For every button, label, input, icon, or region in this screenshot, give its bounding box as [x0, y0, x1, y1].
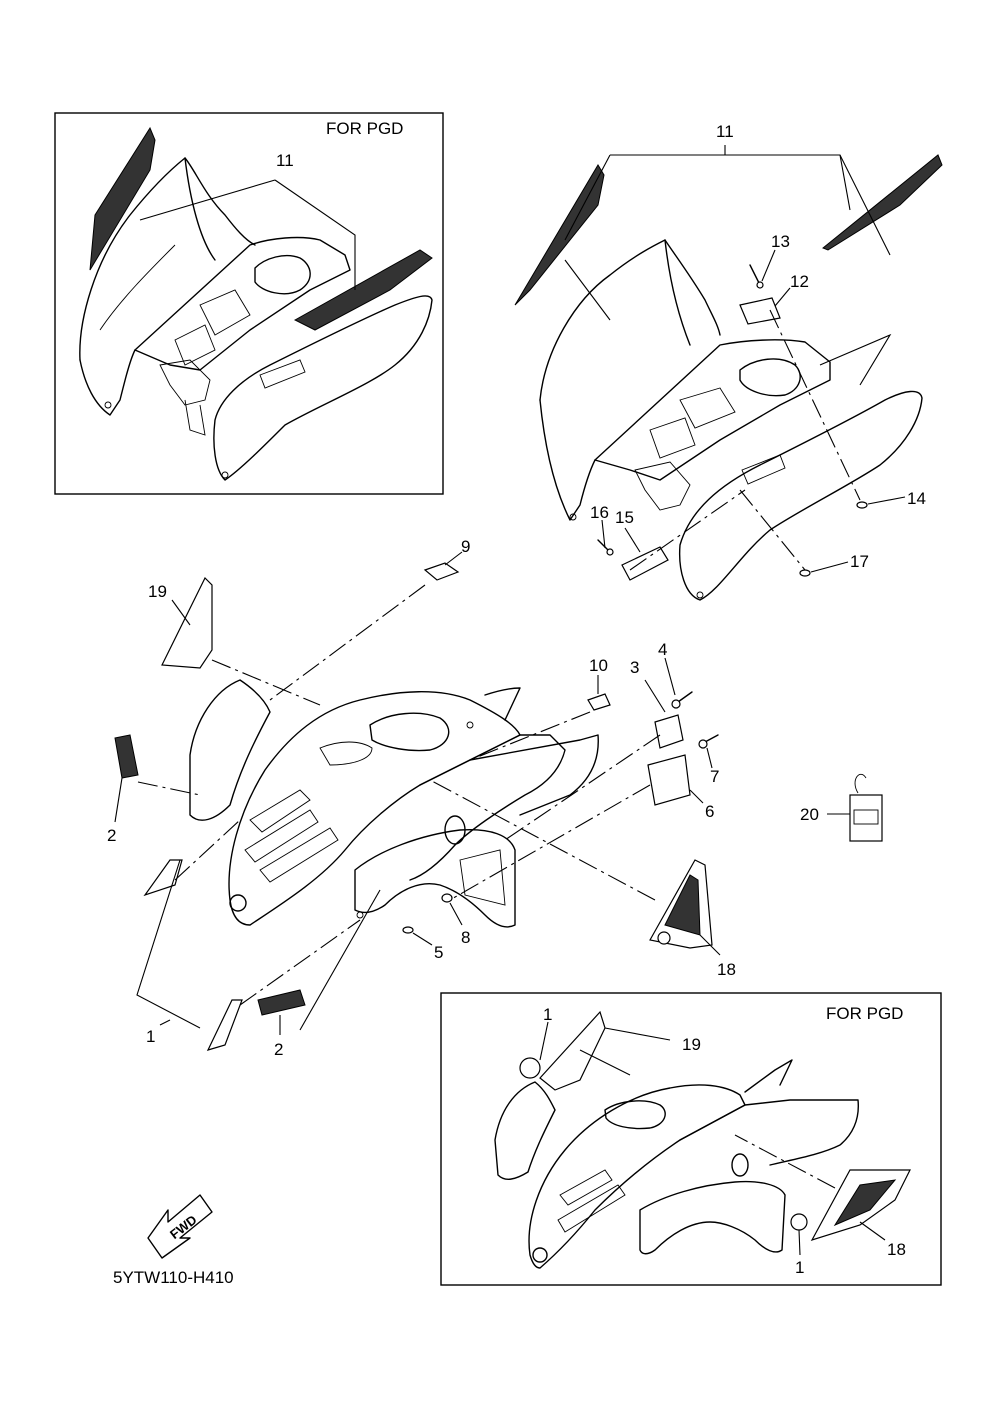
- callout-1-pgd-top: 1: [543, 1005, 552, 1024]
- callout-14: 14: [907, 489, 926, 508]
- decal-2-left: [114, 734, 139, 779]
- callout-3: 3: [630, 658, 639, 677]
- decal-18: [649, 859, 713, 949]
- inset-frame-bottom: [440, 992, 942, 1286]
- callout-10: 10: [589, 656, 608, 675]
- inset-top-label: FOR PGD: [326, 119, 403, 138]
- callout-12: 12: [790, 272, 809, 291]
- rivet-16: [597, 539, 614, 556]
- screw-7: [698, 734, 719, 749]
- grommet-17: [799, 569, 811, 577]
- callout-1: 1: [146, 1027, 155, 1046]
- decal-1-pgd-bottom: [790, 1213, 808, 1231]
- decal-2-bottom: [257, 989, 306, 1016]
- callout-2-bottom: 2: [274, 1040, 283, 1059]
- decal-1-pgd-top: [519, 1057, 541, 1079]
- callout-11-inset: 11: [276, 151, 294, 170]
- main-center-drawing: [189, 679, 599, 928]
- callout-18: 18: [717, 960, 736, 979]
- decal-11-left: [514, 164, 605, 306]
- inset-bottom-drawing: [494, 1059, 859, 1269]
- grommet-5: [402, 926, 414, 934]
- decal-10: [587, 693, 611, 711]
- decal-15: [621, 546, 669, 581]
- callout-4: 4: [658, 640, 667, 659]
- decal-9: [423, 562, 460, 581]
- grommet-8: [441, 893, 453, 903]
- callout-18-pgd: 18: [887, 1240, 906, 1259]
- leader-11: [610, 154, 891, 256]
- decal-19: [161, 576, 213, 669]
- callout-13: 13: [771, 232, 790, 251]
- leader-11-inset: [274, 179, 356, 290]
- decal-11-right-inset: [293, 249, 433, 331]
- callout-17: 17: [850, 552, 869, 571]
- callout-1-pgd-bottom: 1: [795, 1258, 804, 1277]
- callout-2-left: 2: [107, 826, 116, 845]
- callout-9: 9: [461, 537, 470, 556]
- plate-6: [647, 754, 691, 806]
- callout-19-pgd: 19: [682, 1035, 701, 1054]
- rivet-13: [749, 264, 764, 289]
- callout-8: 8: [461, 928, 470, 947]
- grommet-14: [856, 501, 868, 509]
- inset-bottom-label: FOR PGD: [826, 1004, 903, 1023]
- callout-19: 19: [148, 582, 167, 601]
- callout-16: 16: [590, 503, 609, 522]
- callout-6: 6: [705, 802, 714, 821]
- decal-11-left-inset: [89, 126, 156, 271]
- decal-11-right: [822, 154, 943, 251]
- tag-20: [849, 773, 883, 842]
- screw-4: [671, 691, 693, 709]
- inset-frame-top: [54, 112, 444, 495]
- decal-19-pgd: [539, 1010, 606, 1091]
- callout-20: 20: [800, 805, 819, 824]
- callout-7: 7: [710, 767, 719, 786]
- callout-15: 15: [615, 508, 634, 527]
- callout-11-main: 11: [716, 122, 734, 141]
- fwd-arrow-icon: [147, 1194, 213, 1259]
- plate-12: [739, 297, 781, 325]
- decal-1: [143, 859, 243, 1051]
- inset-top-fender-drawing: [79, 157, 433, 481]
- diagram-code: 5YTW110-H410: [113, 1268, 234, 1287]
- main-top-right-drawing: [539, 239, 923, 601]
- callout-5: 5: [434, 943, 443, 962]
- plate-3: [654, 714, 684, 749]
